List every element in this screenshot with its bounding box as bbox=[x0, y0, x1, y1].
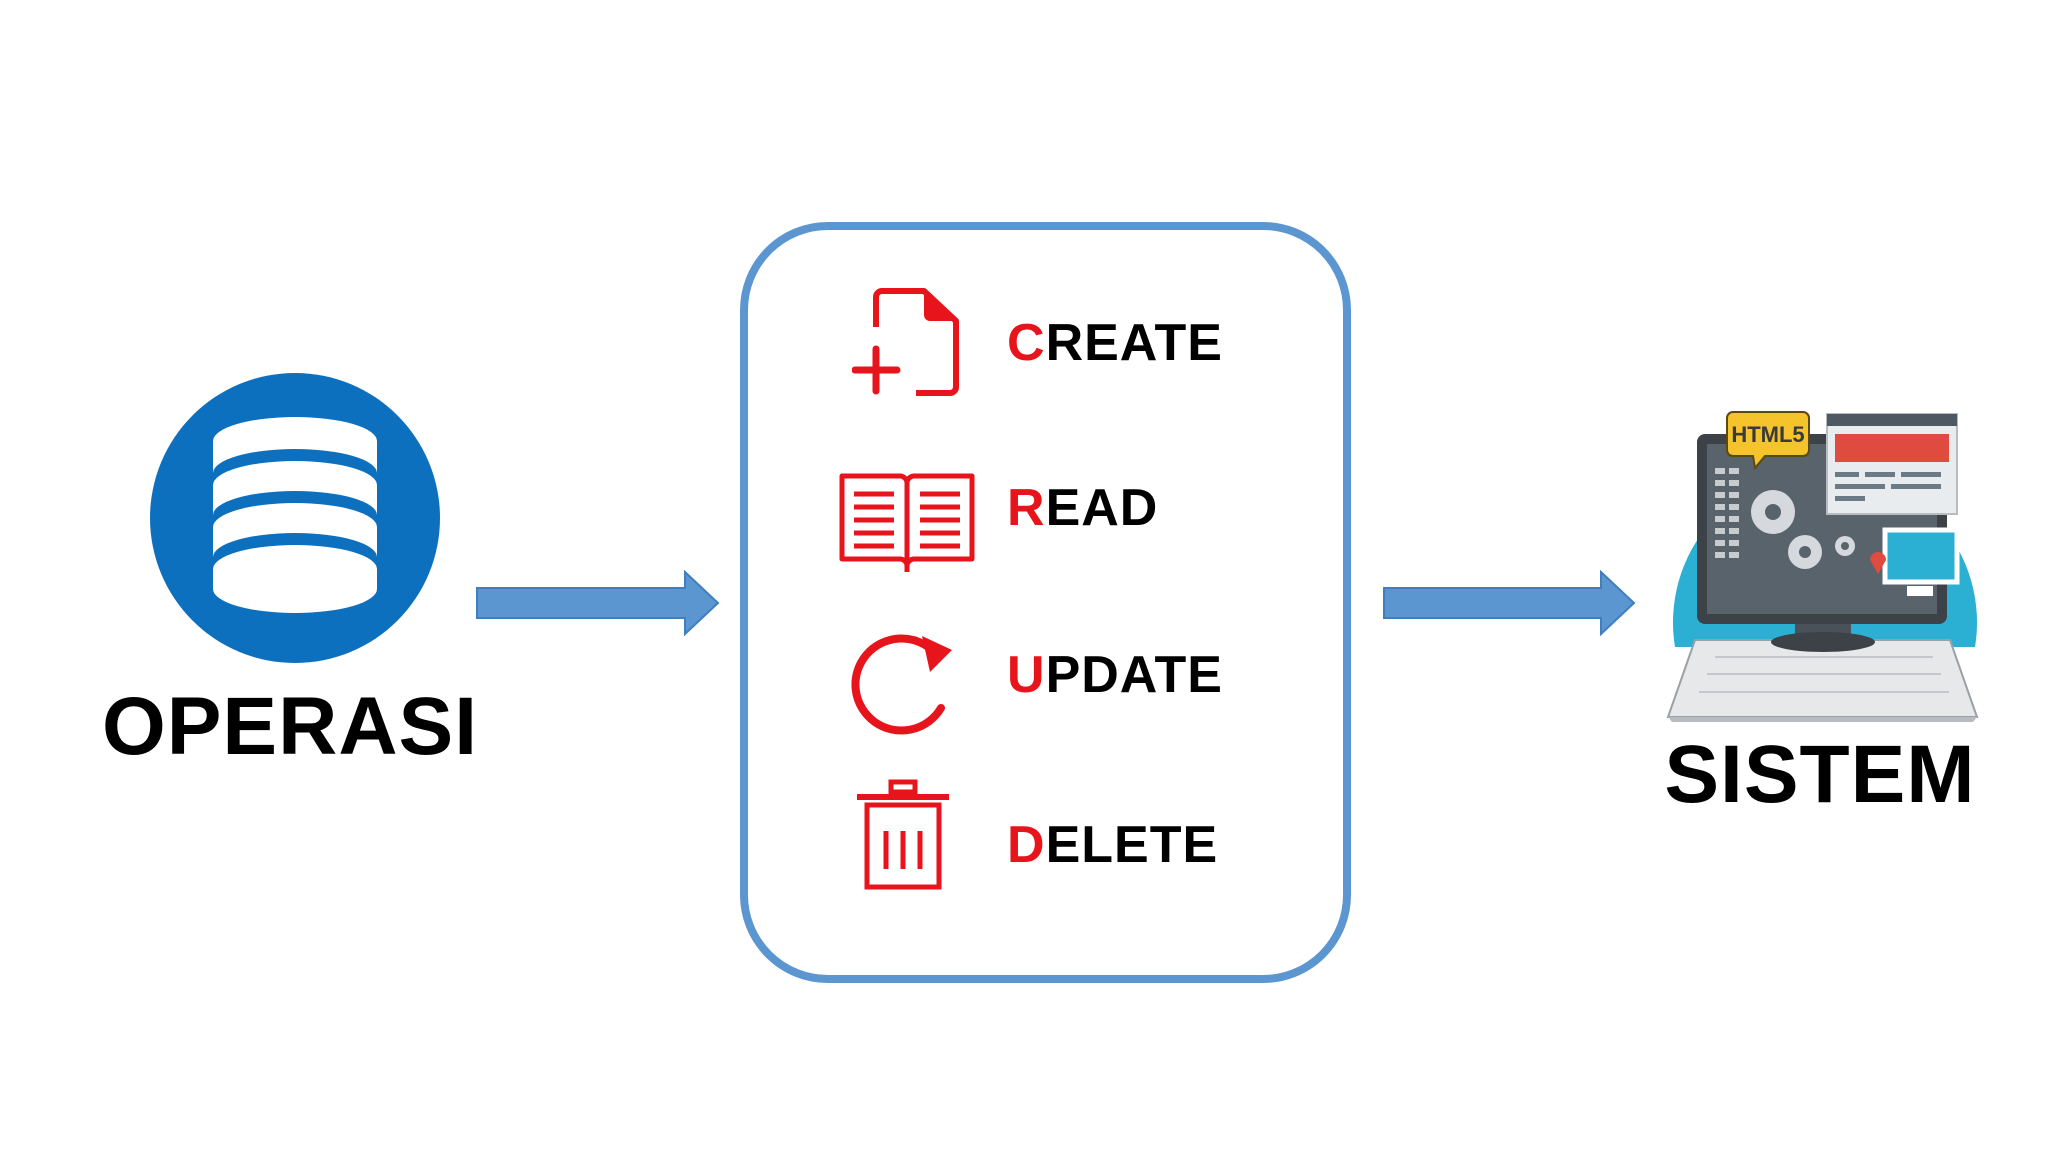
computer-system-icon: HTML5 bbox=[1655, 402, 1990, 722]
crud-item-update: UPDATE bbox=[1007, 646, 1223, 704]
crud-item-delete: DELETE bbox=[1007, 816, 1219, 874]
open-book-icon bbox=[838, 470, 976, 574]
crud-box bbox=[740, 222, 1351, 983]
database-icon bbox=[150, 373, 440, 663]
refresh-icon bbox=[846, 628, 958, 740]
crud-item-create: CREATE bbox=[1007, 314, 1223, 372]
arrow-right-icon bbox=[1382, 569, 1636, 637]
file-add-icon bbox=[851, 287, 964, 407]
crud-item-read: READ bbox=[1007, 479, 1159, 537]
arrow-right-icon bbox=[475, 569, 720, 637]
html5-badge-text: HTML5 bbox=[1731, 422, 1804, 447]
operasi-label: OPERASI bbox=[101, 681, 479, 772]
sistem-label: SISTEM bbox=[1664, 729, 1976, 820]
trash-icon bbox=[855, 779, 951, 891]
